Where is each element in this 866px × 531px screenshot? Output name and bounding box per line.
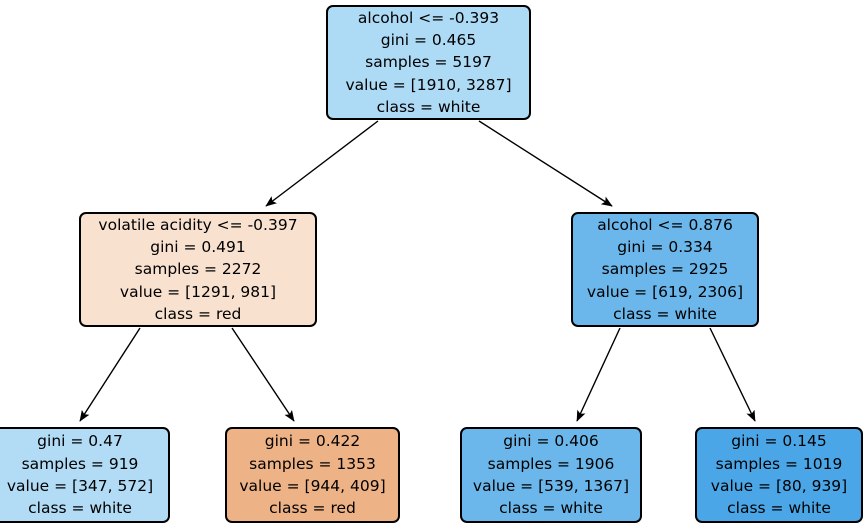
tree-node-right-internal: alcohol <= 0.876 gini = 0.334 samples = 29… [571,212,759,327]
tree-node-line: gini = 0.422 [264,432,361,451]
tree-node-line: samples = 2925 [601,260,729,279]
tree-node-line: value = [80, 939] [710,477,848,495]
tree-node-line: class = white [376,97,481,116]
tree-node-line: samples = 5197 [365,53,492,72]
tree-node-leaf-2: gini = 0.422 samples = 1353 value = [944, … [225,427,400,523]
tree-node-line: gini = 0.47 [37,432,123,451]
tree-node-line: value = [1291, 981] [119,282,277,301]
tree-node-line: class = white [499,499,603,518]
tree-node-line: samples = 1906 [487,454,615,473]
tree-node-line: class = red [269,499,356,518]
tree-node-leaf-3: gini = 0.406 samples = 1906 value = [539, … [460,427,642,523]
tree-node-line: samples = 919 [21,454,139,473]
tree-edge-left-to-leaf1 [79,327,141,422]
tree-node-line: samples = 1019 [715,454,843,473]
tree-node-line: gini = 0.491 [150,238,246,257]
tree-node-line: gini = 0.145 [731,432,827,451]
tree-node-line: value = [539, 1367] [472,477,630,495]
tree-edge-root-to-left [265,120,379,207]
tree-edge-root-to-right [478,120,613,207]
tree-node-line: class = white [613,304,717,323]
tree-node-line: gini = 0.406 [503,432,599,451]
tree-node-line: class = white [727,499,831,518]
tree-edge-left-to-leaf2 [231,327,295,422]
tree-node-line: value = [619, 2306] [586,282,744,301]
tree-node-leaf-1: gini = 0.47 samples = 919 value = [347, 57… [0,427,170,523]
tree-node-line: class = white [28,499,132,518]
tree-node-line: gini = 0.465 [380,31,477,50]
tree-node-line: class = red [154,304,242,323]
tree-node-leaf-4: gini = 0.145 samples = 1019 value = [80, 9… [695,427,863,523]
tree-node-line: value = [1910, 3287] [345,75,512,94]
tree-node-line: alcohol <= -0.393 [357,8,500,27]
tree-node-line: alcohol <= 0.876 [597,215,733,234]
tree-node-line: samples = 2272 [134,260,262,279]
tree-node-left-internal: volatile acidity <= -0.397 gini = 0.491 sa… [79,212,317,327]
tree-edge-right-to-leaf4 [709,327,756,422]
tree-node-line: value = [944, 409] [239,477,386,495]
tree-node-root: alcohol <= -0.393 gini = 0.465 samples = 5… [326,5,531,120]
tree-node-line: value = [347, 572] [6,477,154,495]
tree-edge-right-to-leaf3 [576,327,621,422]
tree-node-line: samples = 1353 [249,454,376,473]
tree-node-line: volatile acidity <= -0.397 [98,215,298,234]
tree-node-line: gini = 0.334 [617,238,713,257]
tree-edge-group [79,120,756,422]
